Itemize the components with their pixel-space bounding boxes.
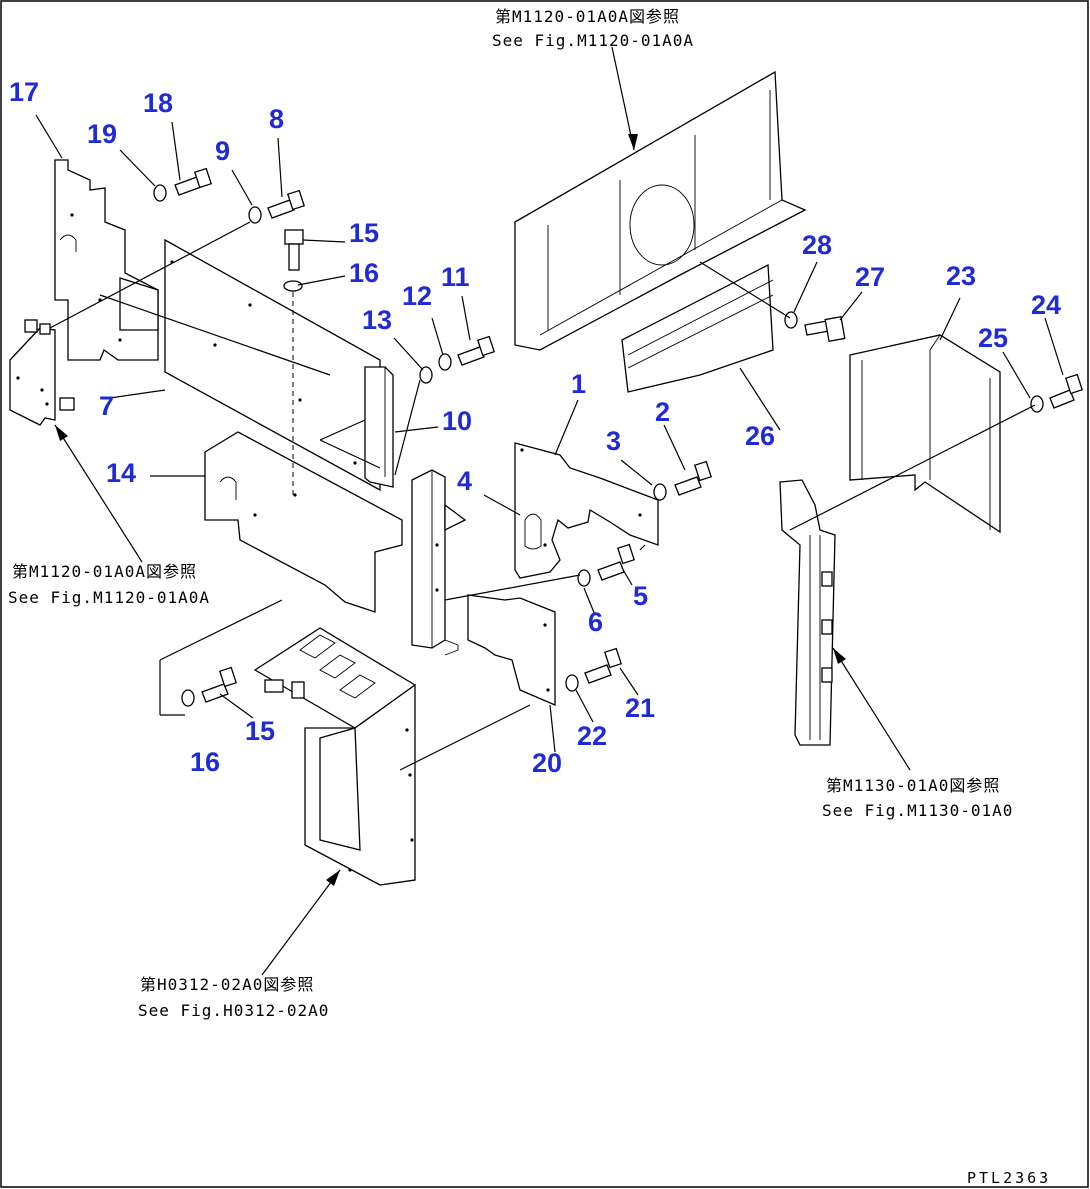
part-label-26: 26 (745, 421, 775, 451)
part-label-10: 10 (442, 406, 472, 436)
fasteners (153, 167, 1083, 707)
bolt-21 (584, 647, 622, 684)
ref-top-en: See Fig.M1120-01A0A (492, 31, 694, 50)
washer-6 (577, 569, 591, 587)
washer-13 (419, 366, 433, 384)
bolt-5 (597, 543, 635, 581)
reference-arrows (54, 46, 911, 976)
part-label-21: 21 (625, 693, 655, 723)
part-label-20: 20 (532, 748, 562, 778)
bolt-11 (457, 335, 495, 366)
washer-22 (565, 674, 579, 692)
ref-top-jp: 第M1120-01A0A図参照 (495, 7, 680, 26)
part-number-labels: 17 18 19 8 9 15 16 13 12 11 7 10 14 4 1 … (9, 77, 1061, 778)
bolt-2 (674, 460, 712, 496)
part-label-27: 27 (855, 262, 885, 292)
part-label-12: 12 (402, 281, 432, 311)
stand-assembly (253, 627, 417, 886)
ref-left-jp: 第M1120-01A0A図参照 (12, 562, 197, 581)
washer-25 (1030, 395, 1044, 413)
part-bracket-lower-left (9, 319, 75, 426)
part-label-2: 2 (655, 397, 670, 427)
part-14-cover (204, 431, 403, 613)
part-label-18: 18 (143, 88, 173, 118)
part-1-plate (514, 442, 659, 579)
washer-9 (248, 206, 262, 224)
part-label-9: 9 (215, 136, 230, 166)
bolt-24 (1049, 373, 1083, 409)
drawing-code: PTL2363 (967, 1169, 1051, 1187)
ref-bottom-jp: 第H0312-02A0図参照 (140, 975, 314, 994)
washer-28 (784, 311, 798, 329)
part-label-16-lower: 16 (190, 747, 220, 777)
leader-lines (35, 114, 1064, 753)
part-label-1: 1 (571, 369, 586, 399)
washer-19 (153, 184, 167, 202)
part-label-28: 28 (802, 230, 832, 260)
alignment-lines (49, 221, 1036, 771)
bolt-27 (804, 316, 846, 342)
part-10-bracket (319, 366, 394, 488)
bolt-15-lower (201, 666, 237, 703)
part-label-13: 13 (362, 305, 392, 335)
ref-right-jp: 第M1130-01A0図参照 (826, 776, 1000, 795)
washer-16-lower (181, 689, 195, 707)
part-label-3: 3 (606, 426, 621, 456)
part-label-11: 11 (441, 262, 470, 292)
part-label-6: 6 (588, 607, 603, 637)
washer-12 (438, 353, 452, 371)
bolt-8 (267, 189, 305, 219)
washer-16-upper (283, 280, 303, 292)
ref-left-en: See Fig.M1120-01A0A (8, 588, 210, 607)
part-label-17: 17 (9, 77, 39, 107)
washer-3 (653, 483, 667, 501)
bolt-15-vertical (284, 229, 304, 271)
rail-assembly (779, 479, 836, 746)
ref-bottom-en: See Fig.H0312-02A0 (138, 1001, 329, 1020)
part-label-14: 14 (106, 458, 136, 488)
part-label-4: 4 (457, 466, 472, 496)
part-label-19: 19 (87, 119, 117, 149)
part-7-panel (164, 238, 381, 492)
part-label-23: 23 (946, 261, 976, 291)
part-label-24: 24 (1031, 290, 1061, 320)
part-23-cover (849, 334, 1001, 534)
part-label-25: 25 (978, 323, 1008, 353)
part-label-7: 7 (99, 391, 114, 421)
reference-labels: 第M1120-01A0A図参照 See Fig.M1120-01A0A 第M11… (8, 7, 1013, 1020)
part-4-channel (411, 469, 467, 656)
part-label-5: 5 (633, 581, 648, 611)
part-label-8: 8 (269, 104, 284, 134)
part-17-bracket (54, 159, 159, 361)
top-cover-assembly (514, 70, 807, 351)
part-label-16-upper: 16 (349, 258, 379, 288)
bolt-18 (174, 167, 212, 196)
ref-right-en: See Fig.M1130-01A0 (822, 801, 1013, 820)
part-label-22: 22 (577, 721, 607, 751)
part-20-plate (467, 594, 556, 706)
part-label-15-upper: 15 (349, 218, 379, 248)
part-label-15-lower: 15 (245, 716, 275, 746)
